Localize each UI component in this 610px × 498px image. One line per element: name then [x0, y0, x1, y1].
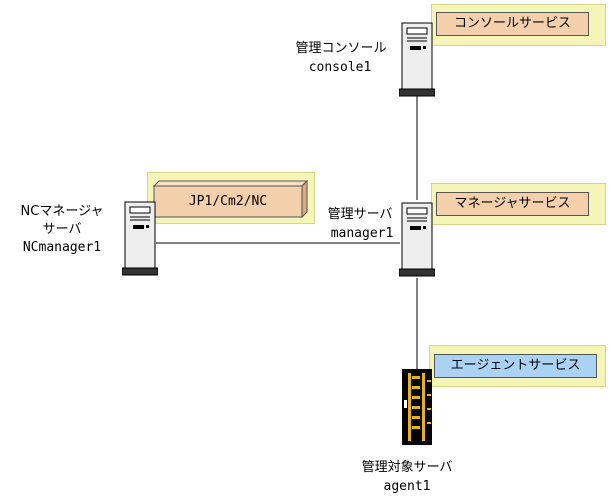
- console-title: 管理コンソール: [295, 41, 387, 56]
- agent-hostname: agent1: [383, 479, 431, 494]
- ncmanager-server-icon: [122, 201, 158, 276]
- ncmanager-hostname: NCmanager1: [22, 240, 102, 255]
- manager-title: 管理サーバ: [327, 207, 393, 222]
- ncmanager-service-box-3d: [153, 180, 309, 219]
- manager-hostname: manager1: [330, 226, 394, 241]
- manager-service-box: マネージャサービス: [436, 192, 589, 216]
- agent-service-box: エージェントサービス: [434, 354, 597, 378]
- agent-title: 管理対象サーバ: [361, 460, 453, 475]
- ncmanager-service-label: JP1/Cm2/NC: [188, 194, 268, 209]
- console-hostname: console1: [308, 60, 372, 75]
- ncmanager-title-line1: NCマネージャ: [20, 204, 104, 219]
- manager-server-icon: [399, 202, 435, 277]
- agent-rack-server-icon: [402, 369, 432, 445]
- console-service-box: コンソールサービス: [436, 12, 589, 36]
- ncmanager-title-line2: サーバ: [42, 222, 82, 237]
- console-server-icon: [399, 22, 435, 97]
